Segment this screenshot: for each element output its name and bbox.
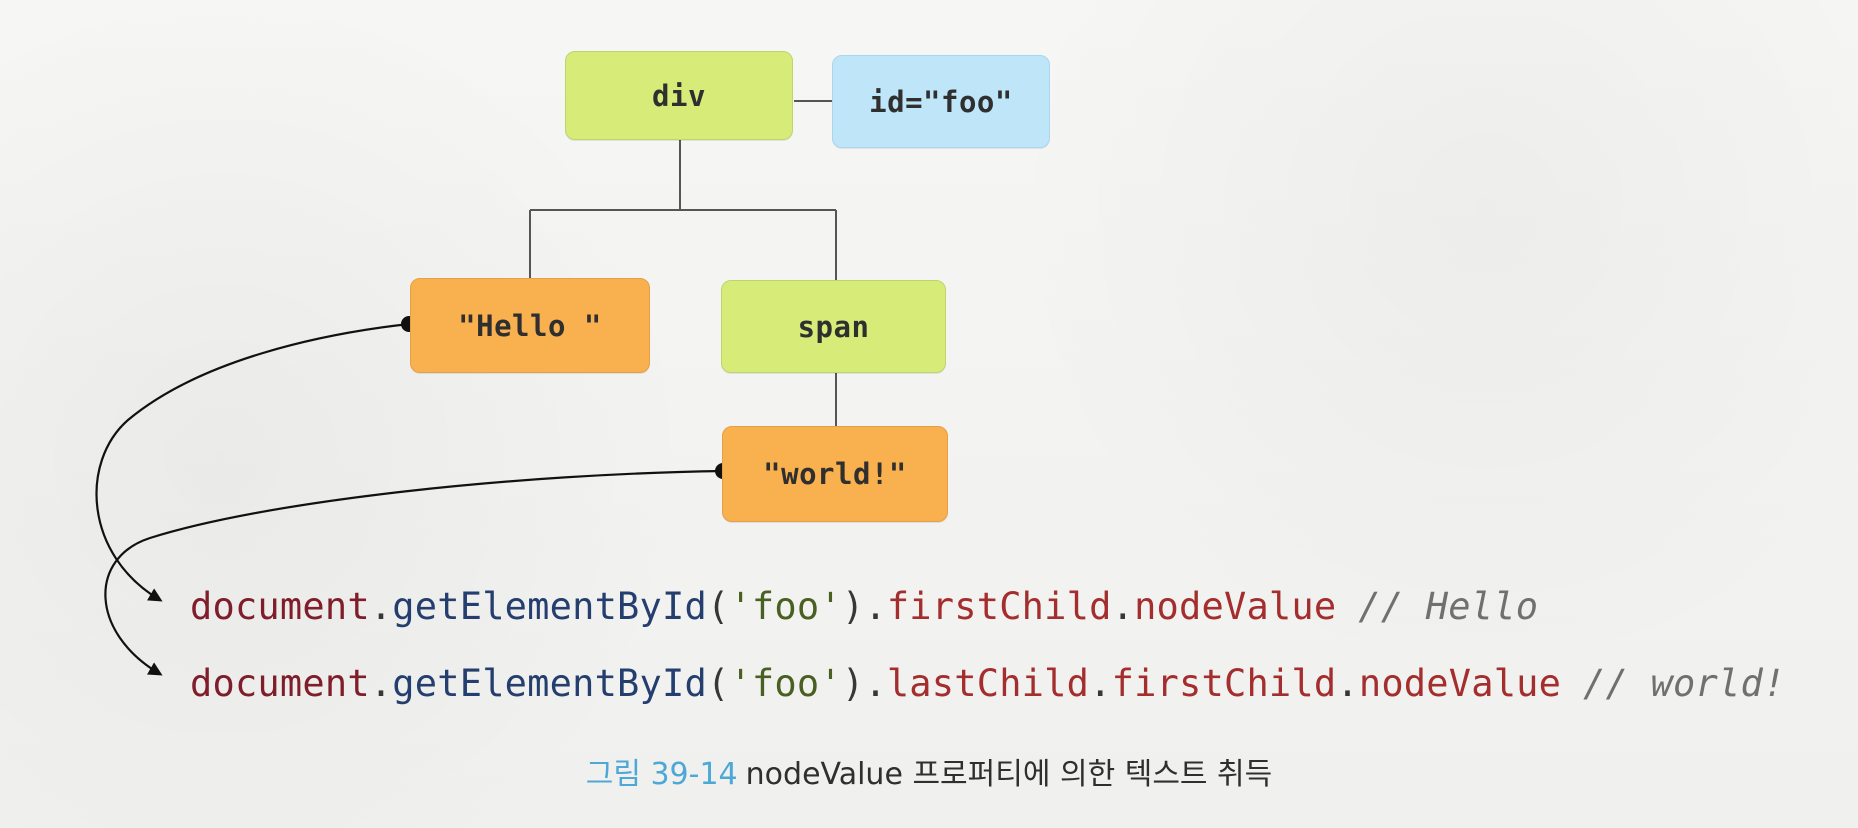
code-object: document [190,585,370,628]
world-text-node: "world!" [722,426,948,522]
code-property: firstChild [886,585,1112,628]
code-dot: . [1111,585,1135,628]
hello-text-label: "Hello " [458,308,602,343]
code-object: document [190,662,370,705]
world-text-label: "world!" [763,457,907,491]
span-node: span [721,280,946,373]
code-paren-close: ) [841,662,865,705]
code-property: lastChild [886,662,1090,705]
code-property: firstChild [1111,662,1337,705]
code-argument: 'foo' [729,662,842,705]
code-property: nodeValue [1358,662,1562,705]
code-dot: . [1336,662,1359,705]
hello-reference-arrow [95,322,410,602]
code-method: getElementById [392,585,707,628]
code-dot: . [864,662,887,705]
world-reference-arrow [104,469,724,676]
figure-number: 그림 39-14 [585,757,738,792]
code-dot: . [369,585,393,628]
code-argument: 'foo' [729,585,842,628]
code-comment: // Hello [1358,585,1539,628]
code-paren-open: ( [706,585,730,628]
code-comment: // world! [1583,662,1786,705]
id-attribute-node: id="foo" [832,55,1050,148]
id-attribute-label: id="foo" [869,84,1013,119]
code-dot: . [1089,662,1112,705]
code-paren-open: ( [706,662,730,705]
code-property: nodeValue [1134,585,1337,628]
code-method: getElementById [392,662,707,705]
figure-caption-text: nodeValue 프로퍼티에 의한 텍스트 취득 [745,757,1273,792]
div-node-label: div [652,78,706,113]
span-node-label: span [797,309,870,344]
code-dot: . [369,662,393,705]
code-dot: . [864,585,887,628]
code-line-last-child: document.getElementById('foo').lastChild… [190,665,1785,702]
hello-text-node: "Hello " [410,278,650,373]
code-paren-close: ) [841,585,865,628]
div-node: div [565,51,793,140]
code-line-first-child: document.getElementById('foo').firstChil… [190,588,1538,625]
